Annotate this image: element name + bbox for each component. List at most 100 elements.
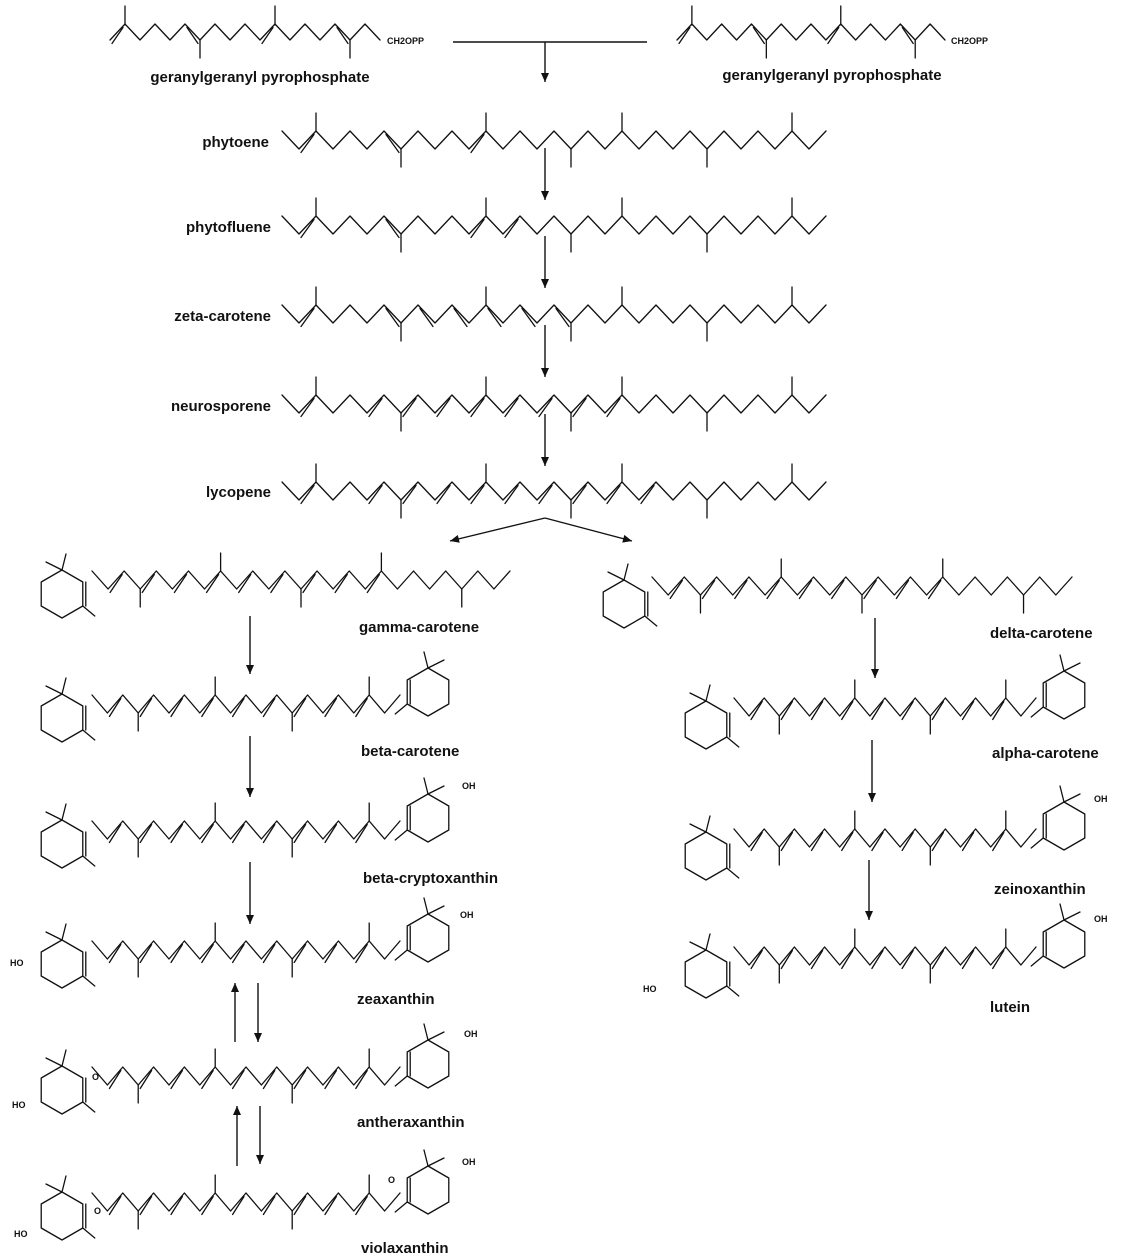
- gem-methyl-bond: [45, 811, 63, 821]
- double-bond: [402, 484, 417, 505]
- ring-bond: [684, 700, 728, 750]
- gem-methyl-bond: [61, 677, 67, 695]
- arrow-to-alpha-carotene-head: [871, 669, 879, 678]
- double-bond: [780, 949, 794, 970]
- gem-methyl-bond: [427, 1157, 445, 1167]
- double-bond: [108, 943, 122, 964]
- arrow-to-zeaxanthin-reverse-head: [231, 983, 239, 992]
- label-beta-cryptoxanthin: beta-cryptoxanthin: [363, 870, 498, 887]
- double-bond: [139, 1069, 153, 1090]
- double-bond: [504, 218, 519, 239]
- gem-methyl-bond: [61, 923, 67, 941]
- ring-bond: [1042, 919, 1086, 969]
- label-phytoene: phytoene: [202, 134, 269, 151]
- double-bond: [504, 397, 519, 418]
- gem-methyl-bond: [61, 1049, 67, 1067]
- double-bond: [606, 484, 621, 505]
- label-ggpp-right: geranylgeranyl pyrophosphate: [722, 67, 941, 84]
- double-bond: [300, 307, 315, 328]
- double-bond: [170, 1069, 184, 1090]
- gem-methyl-bond: [1059, 903, 1065, 921]
- double-bond: [262, 1195, 276, 1216]
- atom-oh-antheraxanthin: OH: [464, 1029, 478, 1039]
- gem-methyl-bond: [1063, 911, 1081, 921]
- double-bond: [436, 397, 451, 418]
- chain-bond: [676, 23, 946, 41]
- double-bond: [108, 697, 122, 718]
- arrow-to-beta-cryptoxanthin-head: [246, 788, 254, 797]
- chain-bond: [91, 694, 401, 714]
- gem-methyl-bond: [423, 651, 429, 669]
- double-bond: [355, 823, 368, 844]
- arrow-to-neurosporene-head: [541, 368, 549, 377]
- double-bond: [780, 831, 794, 852]
- double-bond: [678, 26, 691, 45]
- gem-methyl-bond: [61, 1175, 67, 1193]
- double-bond: [262, 943, 276, 964]
- double-bond: [606, 397, 621, 418]
- ring-methyl-bond: [726, 867, 740, 879]
- double-bond: [901, 831, 914, 852]
- double-bond: [931, 949, 945, 970]
- double-bond: [324, 823, 338, 844]
- double-bond: [640, 484, 655, 505]
- chain-bond: [281, 394, 827, 414]
- double-bond: [992, 700, 1005, 721]
- double-bond: [170, 697, 184, 718]
- double-bond: [841, 949, 854, 970]
- chain-bond: [281, 481, 827, 501]
- double-bond: [669, 579, 683, 600]
- double-bond: [262, 697, 276, 718]
- arrow-to-beta-carotene-head: [246, 665, 254, 674]
- double-bond: [470, 133, 485, 154]
- label-zeta-carotene: zeta-carotene: [174, 308, 271, 325]
- atom-oh-violaxanthin: OH: [462, 1157, 476, 1167]
- gem-methyl-bond: [689, 692, 707, 702]
- ring-methyl-bond: [82, 605, 96, 617]
- arrow-to-zeta-carotene-head: [541, 279, 549, 288]
- double-bond: [201, 943, 214, 964]
- atom-ho-antheraxanthin: HO: [12, 1100, 26, 1110]
- ring-methyl-bond: [82, 975, 96, 987]
- double-bond: [231, 943, 245, 964]
- gem-methyl-bond: [705, 815, 711, 833]
- double-bond: [470, 397, 485, 418]
- ring-methyl-bond: [394, 1075, 408, 1087]
- double-bond: [355, 1195, 368, 1216]
- gem-methyl-bond: [61, 553, 67, 571]
- gem-methyl-bond: [45, 561, 63, 571]
- ring-methyl-bond: [82, 855, 96, 867]
- double-bond: [487, 307, 502, 328]
- chain-bond: [651, 576, 1073, 596]
- gem-methyl-bond: [607, 571, 625, 581]
- double-bond: [231, 697, 245, 718]
- double-bond: [810, 831, 824, 852]
- label-zeinoxanthin: zeinoxanthin: [994, 881, 1086, 898]
- atom-oh-zeaxanthin: OH: [460, 910, 474, 920]
- double-bond: [300, 133, 315, 154]
- reaction-arrows: [231, 41, 879, 1166]
- double-bond: [293, 823, 307, 844]
- ring-methyl-bond: [1030, 955, 1044, 967]
- ring-bond: [40, 693, 84, 743]
- double-bond: [827, 26, 840, 45]
- chain-bond: [91, 940, 401, 960]
- molecule-structures: [40, 5, 1086, 1241]
- atom-ch2opp-right: CH2OPP: [951, 36, 988, 46]
- gem-methyl-bond: [705, 933, 711, 951]
- double-bond: [108, 823, 122, 844]
- atom-ch2opp-left: CH2OPP: [387, 36, 424, 46]
- double-bond: [810, 949, 824, 970]
- double-bond: [734, 579, 748, 600]
- atom-o-antheraxanthin: O: [92, 1072, 99, 1082]
- arrow-to-phytoene-head: [541, 73, 549, 82]
- double-bond: [355, 697, 368, 718]
- ring-bond: [684, 831, 728, 881]
- arrow-to-zeaxanthin-head: [246, 915, 254, 924]
- double-bond: [170, 823, 184, 844]
- arrow-to-violaxanthin-head: [256, 1155, 264, 1164]
- double-bond: [300, 218, 315, 239]
- double-bond: [201, 1195, 214, 1216]
- chain-bond: [733, 946, 1037, 966]
